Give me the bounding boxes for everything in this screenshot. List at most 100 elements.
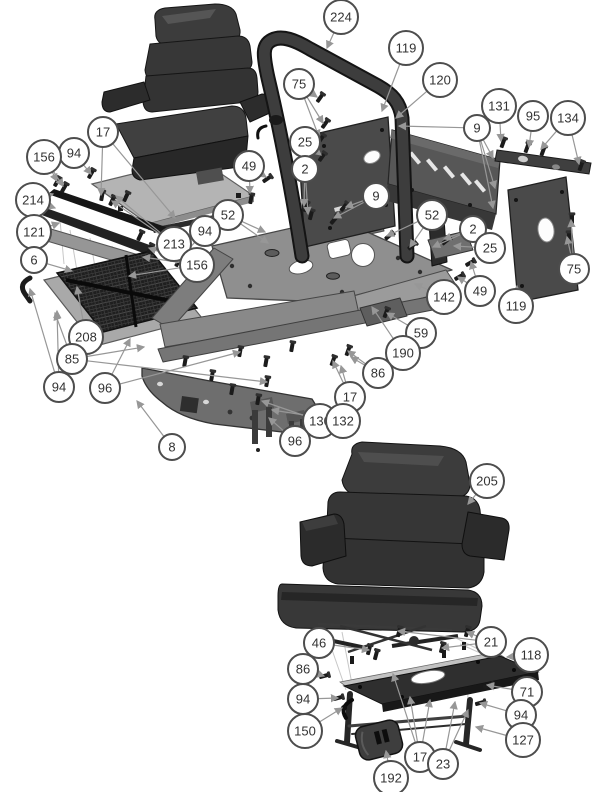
leader-line — [346, 350, 367, 365]
leader-line — [478, 700, 507, 712]
callout-94: 94 — [43, 371, 75, 403]
leader-line — [27, 287, 56, 373]
svg-text:2: 2 — [301, 162, 308, 177]
leader-line — [385, 312, 409, 326]
svg-text:127: 127 — [512, 733, 534, 748]
leader-line — [119, 349, 242, 385]
rollbar-leg-stub — [264, 249, 280, 257]
callout-2: 2 — [459, 215, 487, 243]
leader-line — [333, 644, 371, 654]
svg-text:86: 86 — [296, 662, 310, 677]
leader-line — [332, 359, 345, 384]
leader-line — [97, 146, 106, 197]
leader-line — [480, 140, 497, 190]
leader-line — [127, 267, 181, 280]
leader-line — [383, 749, 392, 762]
svg-text:205: 205 — [476, 474, 498, 489]
leader-line — [407, 695, 419, 743]
leader-line — [397, 121, 465, 131]
callout-46: 46 — [303, 627, 335, 659]
leader-line — [396, 627, 477, 641]
callout-94: 94 — [189, 215, 221, 247]
leader-line — [448, 708, 469, 751]
leader-line — [349, 356, 366, 366]
svg-text:17: 17 — [96, 125, 110, 140]
callout-75: 75 — [558, 253, 590, 285]
svg-text:9: 9 — [473, 121, 480, 136]
svg-text:46: 46 — [312, 636, 326, 651]
seat-plate-118 — [339, 651, 540, 712]
leader-line — [52, 170, 64, 188]
svg-text:120: 120 — [429, 73, 451, 88]
leader-line — [338, 364, 348, 383]
leader-line — [469, 260, 478, 277]
callout-86: 86 — [287, 653, 319, 685]
callout-94: 94 — [505, 699, 537, 731]
svg-text:25: 25 — [483, 241, 497, 256]
callout-150: 150 — [287, 713, 323, 749]
svg-text:75: 75 — [567, 262, 581, 277]
svg-text:23: 23 — [436, 757, 450, 772]
leader-line — [241, 220, 267, 233]
callout-25: 25 — [474, 232, 506, 264]
rollbar-leg-stub — [326, 272, 340, 280]
callout-75: 75 — [283, 68, 315, 100]
mount-rails — [29, 189, 166, 271]
svg-text:94: 94 — [198, 224, 212, 239]
svg-text:214: 214 — [22, 193, 44, 208]
leader-line — [82, 164, 92, 175]
callout-213: 213 — [156, 226, 192, 262]
callout-192: 192 — [373, 760, 409, 792]
leader-line — [525, 130, 535, 149]
svg-text:17: 17 — [343, 390, 357, 405]
callout-85: 85 — [56, 343, 88, 375]
callout-17: 17 — [87, 116, 119, 148]
callout-6: 6 — [20, 246, 48, 274]
callout-2: 2 — [291, 155, 319, 183]
callout-25: 25 — [289, 126, 321, 158]
svg-text:131: 131 — [488, 99, 510, 114]
callout-8: 8 — [158, 433, 186, 461]
callout-121: 121 — [16, 214, 52, 250]
svg-text:150: 150 — [294, 724, 316, 739]
leader-line — [306, 96, 324, 125]
svg-text:86: 86 — [371, 366, 385, 381]
svg-text:119: 119 — [396, 41, 417, 56]
leader-line — [344, 199, 365, 209]
hook-bracket — [19, 275, 33, 304]
leader-line — [467, 493, 477, 505]
svg-text:94: 94 — [514, 708, 528, 723]
rollbar — [256, 30, 415, 264]
callout-214: 214 — [15, 182, 51, 218]
svg-text:94: 94 — [67, 146, 81, 161]
svg-text:9: 9 — [372, 189, 379, 204]
callout-9: 9 — [362, 182, 390, 210]
svg-text:17: 17 — [413, 750, 427, 765]
leader-line — [422, 698, 433, 743]
leader-line — [303, 181, 312, 216]
callout-132: 132 — [325, 403, 361, 439]
leader-line — [442, 232, 461, 241]
leader-line — [46, 263, 74, 274]
leader-line — [391, 672, 416, 743]
svg-text:6: 6 — [30, 253, 37, 268]
callout-205: 205 — [469, 463, 505, 499]
leader-line — [505, 652, 515, 661]
leader-line — [86, 344, 146, 358]
svg-text:156: 156 — [33, 150, 55, 165]
leader-line — [332, 201, 365, 219]
leader-line — [239, 223, 270, 244]
callout-9: 9 — [463, 114, 491, 142]
callout-119: 119 — [498, 288, 534, 324]
leader-line — [485, 682, 513, 691]
svg-text:49: 49 — [242, 159, 256, 174]
svg-text:8: 8 — [168, 440, 175, 455]
callout-52: 52 — [212, 199, 244, 231]
callout-86: 86 — [362, 357, 394, 389]
svg-text:142: 142 — [433, 290, 455, 305]
svg-text:21: 21 — [484, 635, 498, 650]
svg-text:96: 96 — [288, 434, 302, 449]
svg-text:52: 52 — [221, 208, 235, 223]
